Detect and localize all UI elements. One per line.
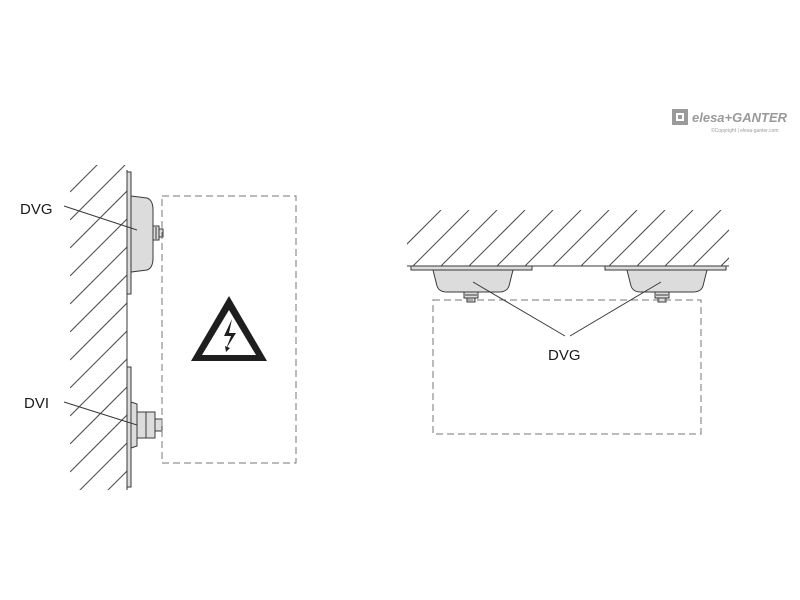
- electrical-hazard-icon: [191, 296, 267, 361]
- left-wall: [70, 165, 128, 490]
- label-left-dvi: DVI: [24, 395, 49, 412]
- left-dvg-part: [126, 171, 164, 295]
- left-dvi-part: [126, 366, 163, 488]
- label-left-dvg: DVG: [20, 201, 53, 218]
- logo-copyright-text: ©Copyright | elesa-ganter.com: [711, 127, 779, 134]
- left-labels: DVG DVI: [20, 201, 138, 426]
- right-labels: DVG: [472, 281, 662, 364]
- right-dvg-part-left: [410, 265, 533, 303]
- right-dvg-part-right: [604, 265, 727, 303]
- logo-brand-text: elesa+GANTER: [692, 110, 788, 125]
- left-equipment-outline: [161, 195, 297, 464]
- elesa-ganter-logo: elesa+GANTER ©Copyright | elesa-ganter.c…: [672, 109, 788, 134]
- label-right-dvg: DVG: [548, 347, 581, 364]
- right-equipment-outline: [432, 299, 702, 435]
- right-ceiling: [407, 210, 729, 267]
